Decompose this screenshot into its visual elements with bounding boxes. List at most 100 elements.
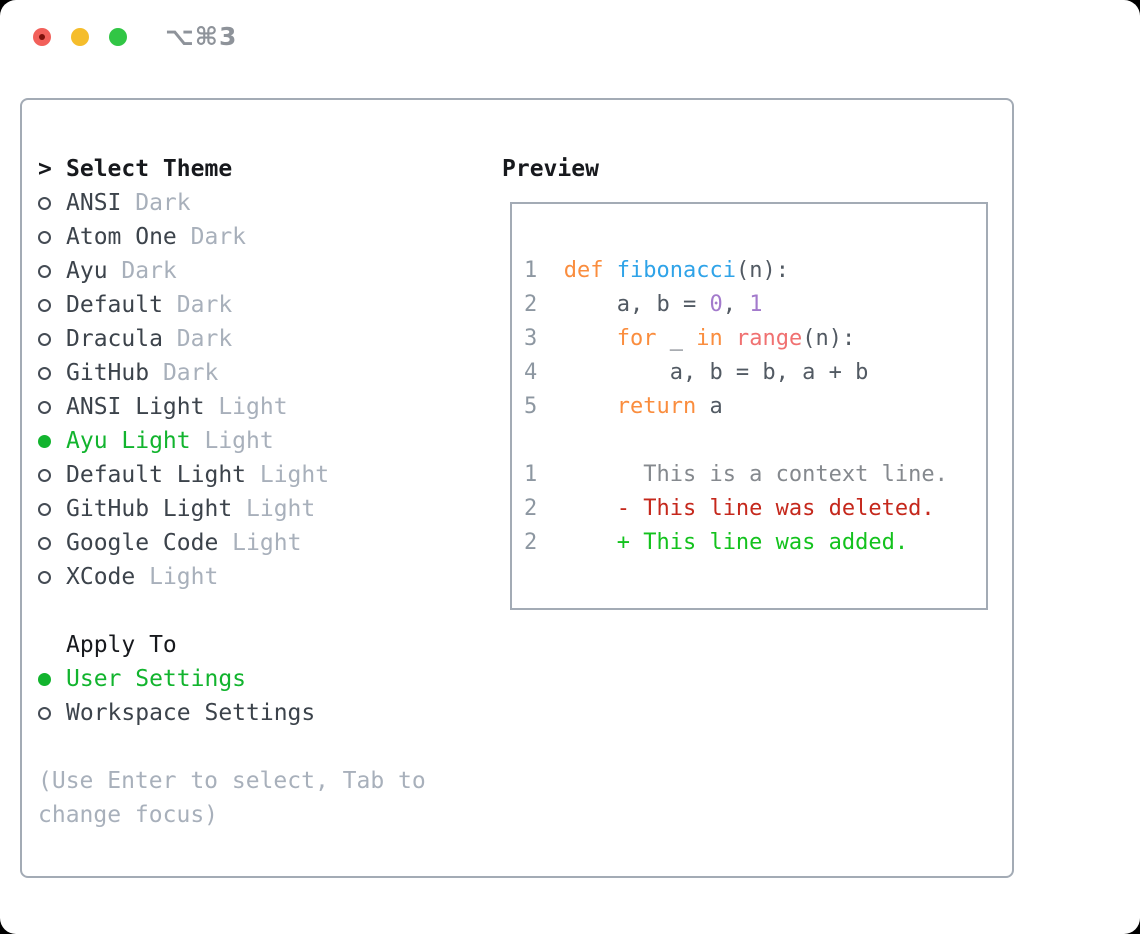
radio-icon [38, 536, 66, 550]
code-token: , [722, 292, 750, 317]
code-line [524, 424, 974, 458]
line-number: 2 [524, 530, 564, 555]
hint-line-1: (Use Enter to select, Tab to [38, 768, 426, 794]
radio-icon [38, 332, 66, 346]
zoom-button[interactable] [109, 28, 127, 46]
theme-picker-title: > Select Theme [38, 152, 426, 186]
radio-icon [38, 468, 66, 482]
theme-name: Google Code [66, 530, 219, 556]
preview-title: Preview [502, 156, 599, 182]
spacer [38, 594, 426, 628]
theme-option-xcode[interactable]: XCode Light [38, 560, 426, 594]
radio-icon [38, 706, 66, 720]
code-token: This is a context line. [563, 462, 948, 487]
code-token: return [616, 394, 697, 419]
code-token [604, 258, 617, 283]
theme-option-google-code[interactable]: Google Code Light [38, 526, 426, 560]
code-token: def [563, 258, 604, 283]
code-token: a [696, 394, 723, 419]
theme-name: ANSI [66, 190, 122, 216]
code-token [564, 326, 617, 351]
hint-line-2: change focus) [38, 802, 219, 828]
prompt-chevron-icon: > [38, 156, 52, 182]
theme-option-default[interactable]: Default Dark [38, 288, 426, 322]
radio-unselected-icon [38, 468, 51, 482]
apply-to-header: Apply To [38, 628, 426, 662]
theme-option-ansi[interactable]: ANSI Dark [38, 186, 426, 220]
theme-name: GitHub [66, 360, 150, 386]
theme-variant: Light [135, 564, 219, 590]
apply-to-title: Apply To [66, 632, 177, 658]
theme-option-dracula[interactable]: Dracula Dark [38, 322, 426, 356]
radio-unselected-icon [38, 366, 51, 380]
radio-unselected-icon [38, 298, 51, 312]
line-number: 2 [524, 292, 564, 317]
radio-icon [38, 400, 66, 414]
radio-selected-icon [38, 672, 51, 686]
apply-option-label: User Settings [66, 666, 247, 692]
code-line: 2 a, b = 0, 1 [524, 288, 974, 322]
theme-option-ayu[interactable]: Ayu Dark [38, 254, 426, 288]
code-token [564, 394, 617, 419]
line-number: 3 [524, 326, 564, 351]
radio-unselected-icon [38, 332, 51, 346]
theme-option-default-light[interactable]: Default Light Light [38, 458, 426, 492]
radio-unselected-icon [38, 264, 51, 278]
theme-variant: Light [232, 496, 316, 522]
theme-variant: Light [218, 530, 302, 556]
page-title: Select Theme [66, 156, 233, 182]
theme-variant: Dark [162, 326, 233, 352]
radio-icon [38, 570, 66, 584]
theme-variant: Light [190, 428, 274, 454]
theme-variant: Dark [149, 360, 219, 386]
code-token: a, b = [563, 292, 710, 317]
theme-option-ayu-light[interactable]: Ayu Light Light [38, 424, 426, 458]
code-token: 0 [709, 292, 723, 317]
code-line: 3 for _ in range(n): [524, 322, 974, 356]
theme-option-atom-one[interactable]: Atom One Dark [38, 220, 426, 254]
line-number: 5 [524, 394, 564, 419]
radio-icon [38, 298, 66, 312]
theme-variant: Dark [121, 190, 191, 216]
apply-option-workspace-settings[interactable]: Workspace Settings [38, 696, 426, 730]
line-number: 1 [524, 258, 564, 283]
theme-variant: Light [246, 462, 330, 488]
code-token: for [616, 326, 657, 351]
code-token: in [696, 326, 723, 351]
theme-name: Ayu Light [66, 428, 191, 454]
theme-option-github-light[interactable]: GitHub Light Light [38, 492, 426, 526]
code-token: 1 [749, 292, 763, 317]
apply-option-user-settings[interactable]: User Settings [38, 662, 426, 696]
radio-icon [38, 672, 66, 686]
theme-option-ansi-light[interactable]: ANSI Light Light [38, 390, 426, 424]
theme-name: Default Light [66, 462, 247, 488]
titlebar: ⌥⌘3 [0, 0, 1140, 74]
code-token: a, b = b, a + b [563, 360, 869, 385]
theme-option-github[interactable]: GitHub Dark [38, 356, 426, 390]
radio-unselected-icon [38, 230, 51, 244]
minimize-button[interactable] [71, 28, 89, 46]
code-token: fibonacci [616, 258, 736, 283]
code-line: 2 + This line was added. [524, 526, 974, 560]
code-token: (n): [735, 258, 789, 283]
close-button[interactable] [33, 28, 51, 46]
code-line: 4 a, b = b, a + b [524, 356, 974, 390]
theme-name: Dracula [66, 326, 163, 352]
radio-icon [38, 366, 66, 380]
keyboard-shortcut-label: ⌥⌘3 [165, 22, 238, 51]
radio-unselected-icon [38, 706, 51, 720]
radio-unselected-icon [38, 536, 51, 550]
code-token: _ [656, 326, 697, 351]
radio-selected-icon [38, 434, 51, 448]
theme-variant: Dark [162, 292, 233, 318]
theme-name: ANSI Light [66, 394, 205, 420]
radio-unselected-icon [38, 196, 51, 210]
line-number [524, 428, 537, 453]
code-token [723, 326, 736, 351]
code-line: 2 - This line was deleted. [524, 492, 974, 526]
